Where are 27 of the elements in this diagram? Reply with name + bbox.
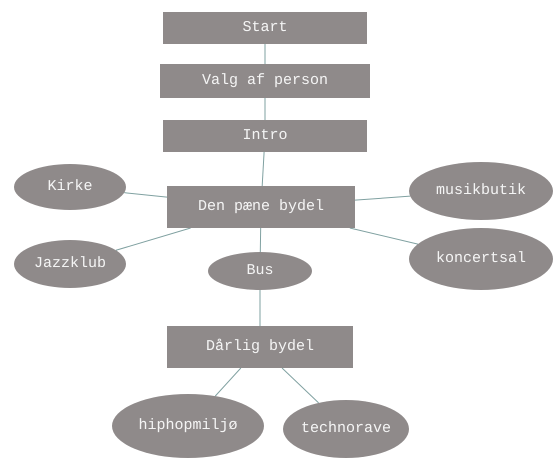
process-box	[167, 326, 353, 368]
node-label: musikbutik	[436, 182, 526, 200]
node-label: Bus	[246, 262, 274, 280]
process-box	[167, 186, 355, 228]
connector-line	[349, 228, 418, 245]
process-box	[160, 64, 370, 98]
node-label: Valg af person	[202, 72, 328, 90]
node-label: Den pæne bydel	[198, 198, 324, 216]
node-label: Jazzklub	[34, 254, 106, 274]
node-label: Intro	[242, 126, 288, 146]
connector-line	[264, 44, 266, 64]
node-label: koncertsal	[436, 250, 526, 268]
connector-line	[214, 368, 242, 397]
process-box	[163, 120, 367, 152]
connector-line	[262, 152, 265, 186]
node-label: Start	[242, 18, 288, 38]
connector-line	[124, 192, 168, 198]
node-label: Kirke	[47, 178, 92, 196]
connector-line	[260, 228, 262, 252]
node-label: hiphopmiljø	[138, 416, 238, 436]
node-label: technorave	[300, 420, 391, 438]
process-box	[163, 12, 367, 44]
connector-line	[264, 98, 266, 120]
node-label: Dårlig bydel	[206, 338, 314, 356]
connector-line	[115, 228, 192, 251]
connector-line	[354, 196, 411, 201]
connector-line	[282, 368, 320, 404]
